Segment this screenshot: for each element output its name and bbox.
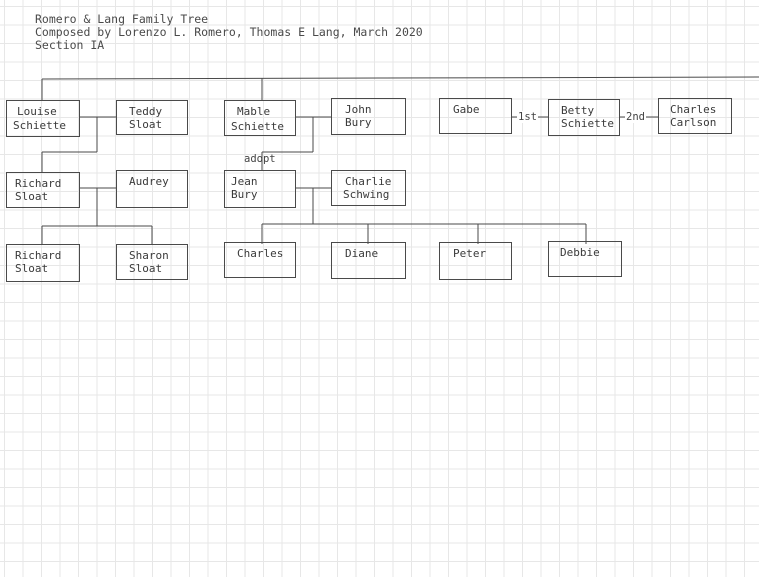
person-first-name: Jean	[231, 175, 258, 188]
person-first-name: Louise	[17, 105, 57, 118]
person-richard-sloat-sr: Richard Sloat	[6, 172, 80, 208]
person-last-name: Schiette	[13, 119, 66, 132]
person-diane: Diane	[331, 242, 406, 279]
person-charlie-schwing: Charlie Schwing	[331, 170, 406, 206]
person-first-name: Gabe	[453, 103, 480, 116]
person-first-name: Richard	[15, 249, 62, 262]
top-bar-line	[41, 76, 759, 80]
person-last-name: Schiette	[561, 117, 614, 130]
person-last-name: Schiette	[231, 120, 284, 133]
header: Romero & Lang Family Tree Composed by Lo…	[35, 13, 423, 52]
person-audrey: Audrey	[116, 170, 188, 208]
person-first-name: Peter	[453, 247, 487, 260]
page-title: Romero & Lang Family Tree	[35, 12, 209, 26]
person-first-name: Mable	[237, 105, 271, 118]
person-first-name: Audrey	[129, 175, 169, 188]
person-charles-carlson: Charles Carlson	[658, 98, 732, 134]
person-gabe: Gabe	[439, 98, 512, 134]
person-first-name: Richard	[15, 177, 62, 190]
person-teddy-sloat: Teddy Sloat	[116, 100, 188, 135]
person-first-name: Charles	[670, 103, 717, 116]
person-first-name: Charlie	[345, 175, 392, 188]
person-last-name: Bury	[231, 188, 258, 201]
person-first-name: Teddy	[129, 105, 163, 118]
person-betty-schiette: Betty Schiette	[548, 99, 620, 136]
person-last-name: Sloat	[15, 262, 49, 275]
person-john-bury: John Bury	[331, 98, 406, 135]
section-label: Section IA	[35, 38, 105, 52]
person-last-name: Bury	[345, 116, 372, 129]
person-first-name: John	[345, 103, 372, 116]
person-last-name: Sloat	[129, 262, 163, 275]
person-last-name: Sloat	[15, 190, 49, 203]
person-first-name: Betty	[561, 104, 595, 117]
second-marriage-label: 2nd	[625, 111, 646, 123]
person-first-name: Debbie	[560, 246, 600, 259]
person-last-name: Carlson	[670, 116, 717, 129]
person-first-name: Sharon	[129, 249, 169, 262]
person-richard-sloat-jr: Richard Sloat	[6, 244, 80, 282]
person-first-name: Diane	[345, 247, 379, 260]
person-jean-bury: Jean Bury	[224, 170, 296, 208]
adopt-label: adopt	[244, 153, 276, 165]
person-debbie: Debbie	[548, 241, 622, 277]
composed-by-line: Composed by Lorenzo L. Romero, Thomas E …	[35, 25, 423, 39]
person-first-name: Charles	[237, 247, 284, 260]
first-marriage-label: 1st	[517, 111, 538, 123]
person-sharon-sloat: Sharon Sloat	[116, 244, 188, 280]
person-peter: Peter	[439, 242, 512, 280]
person-last-name: Sloat	[129, 118, 163, 131]
person-charles: Charles	[224, 242, 296, 278]
person-louise-schiette: Louise Schiette	[6, 100, 80, 137]
person-last-name: Schwing	[343, 188, 390, 201]
person-mable-schiette: Mable Schiette	[224, 100, 296, 136]
